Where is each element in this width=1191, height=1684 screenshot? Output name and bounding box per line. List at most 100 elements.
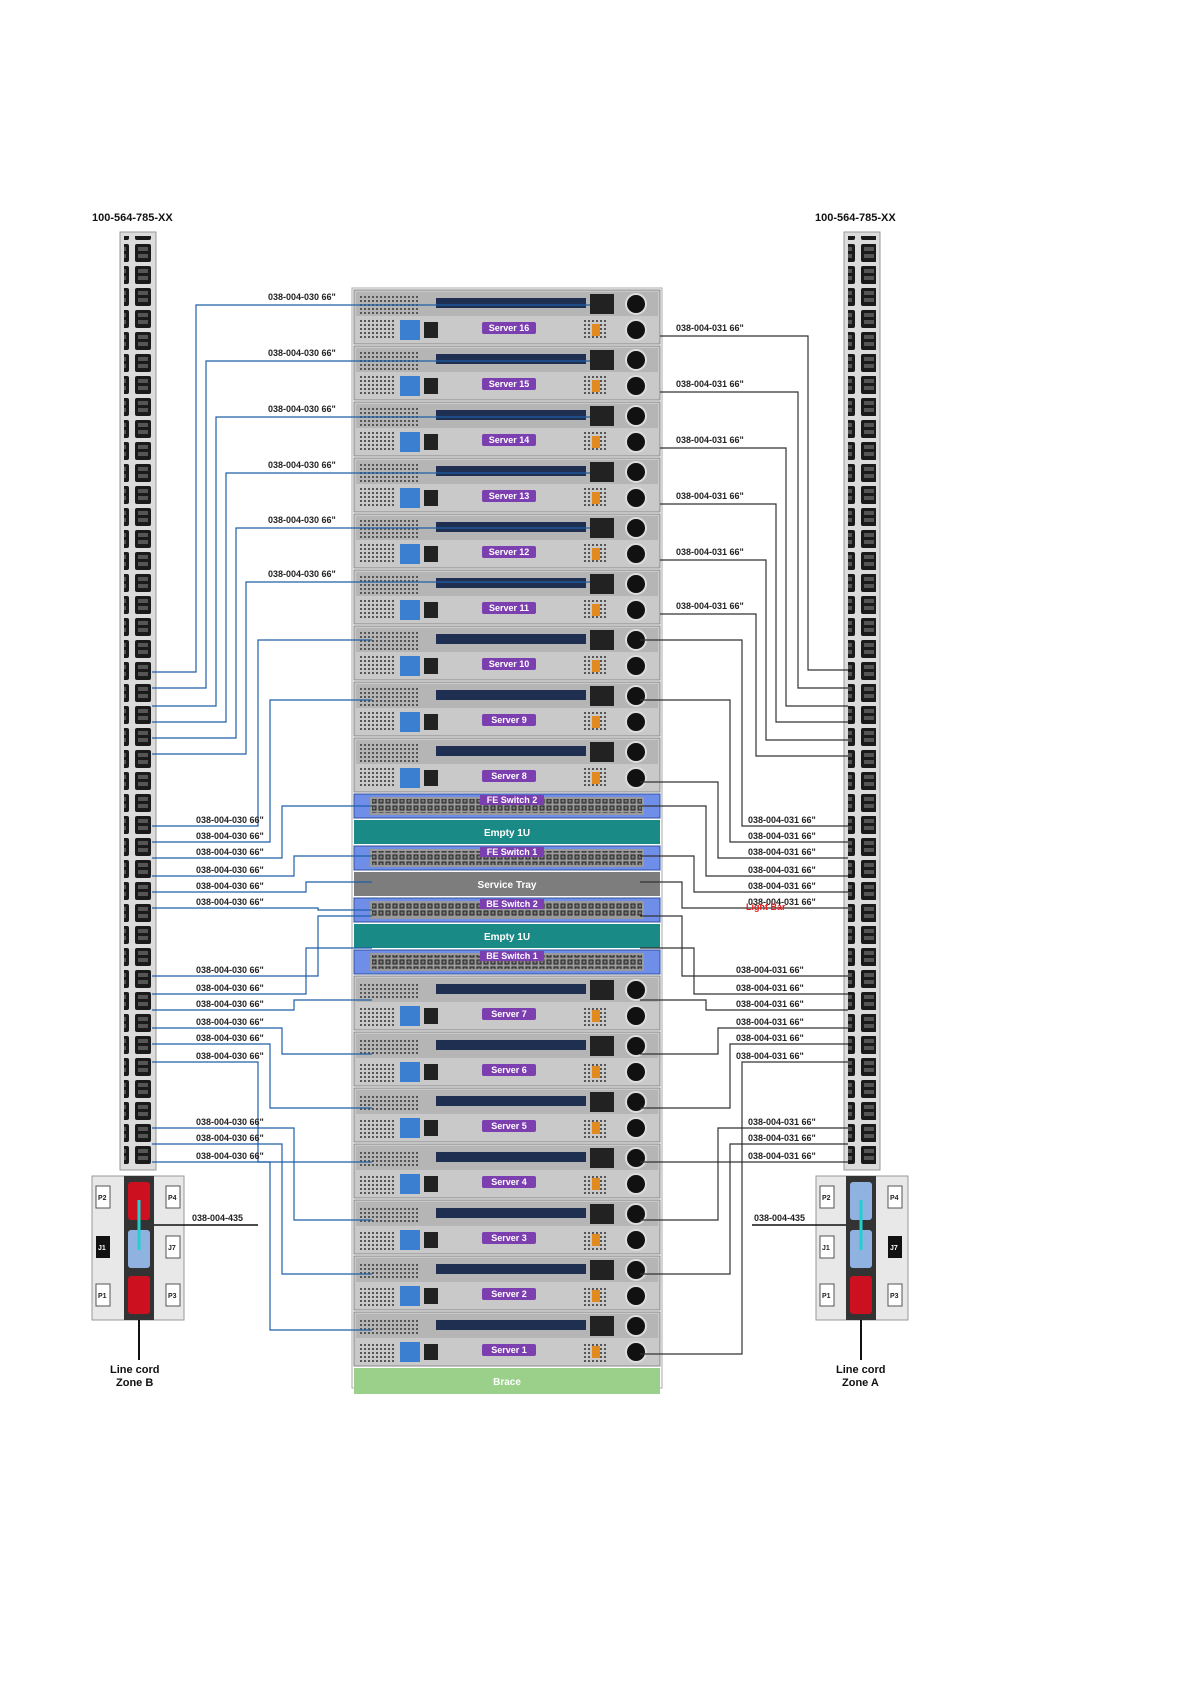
power-cable — [640, 881, 848, 909]
cable-label: 038-004-030 66" — [268, 515, 336, 525]
server-unit: Server 10 — [353, 625, 661, 681]
cable-label: 038-004-031 66" — [676, 491, 744, 501]
power-cable — [152, 805, 372, 859]
server-label: Server 7 — [491, 1009, 527, 1019]
switch-label: FE Switch 2 — [487, 795, 538, 805]
power-cable — [640, 947, 848, 995]
server-unit: Server 13 — [353, 457, 661, 513]
power-cable — [152, 881, 372, 893]
server-unit: Server 16 — [353, 289, 661, 345]
server-unit: Server 7 — [353, 975, 661, 1031]
power-cable — [660, 335, 848, 671]
power-cable — [660, 391, 848, 689]
power-cable — [640, 781, 848, 859]
cable-label: 038-004-030 66" — [196, 881, 264, 891]
switch-label-badge — [480, 951, 544, 961]
power-cable — [640, 1027, 848, 1055]
cable-label: 038-004-030 66" — [196, 897, 264, 907]
cable-label: 038-004-030 66" — [196, 1117, 264, 1127]
power-cable — [152, 360, 590, 689]
power-cable — [640, 639, 848, 827]
cable-label: 038-004-031 66" — [736, 983, 804, 993]
pdu-left-port-p1: P1 — [98, 1293, 107, 1300]
pdu-right — [843, 231, 881, 1171]
server-label-badge — [482, 1288, 536, 1300]
power-cable — [152, 472, 590, 723]
pdu-left-port-p3: P3 — [168, 1293, 177, 1300]
server-label: Server 3 — [491, 1233, 527, 1243]
cable-label: 038-004-031 66" — [748, 1117, 816, 1127]
server-label: Server 12 — [489, 547, 530, 557]
server-unit: Server 8 — [353, 737, 661, 793]
cable-label: 038-004-030 66" — [196, 865, 264, 875]
cable-label: 038-004-030 66" — [196, 815, 264, 825]
pdu-left-port-j1: J1 — [98, 1245, 106, 1252]
power-cable — [640, 1143, 848, 1275]
power-cable — [152, 999, 372, 1011]
cable-label: 038-004-031 66" — [736, 1051, 804, 1061]
server-label: Server 10 — [489, 659, 530, 669]
power-cable — [152, 1027, 372, 1055]
rack-unit-label: Empty 1U — [484, 828, 530, 839]
server-unit: Server 3 — [353, 1199, 661, 1255]
pdu-right-port-j1: J1 — [822, 1245, 830, 1252]
cable-label: 038-004-030 66" — [196, 1051, 264, 1061]
power-cable — [660, 447, 848, 707]
server-label: Server 1 — [491, 1345, 527, 1355]
cable-label: 038-004-030 66" — [268, 292, 336, 302]
cable-label: 038-004-030 66" — [268, 348, 336, 358]
server-unit: Server 1 — [353, 1311, 661, 1367]
cable-label: 038-004-031 66" — [676, 323, 744, 333]
network-switch: FE Switch 1 — [353, 845, 661, 871]
cable-label: 038-004-030 66" — [196, 983, 264, 993]
power-cable — [640, 1043, 848, 1109]
server-unit: Server 5 — [353, 1087, 661, 1143]
pdu-right-part-number: 100-564-785-XX — [815, 212, 896, 224]
switch-label-badge — [480, 795, 544, 805]
cable-label: 038-004-031 66" — [676, 435, 744, 445]
cable-label: 038-004-030 66" — [268, 460, 336, 470]
cable-label: 038-004-031 66" — [736, 965, 804, 975]
pdu-left-line-cord: Line cord — [110, 1364, 160, 1376]
power-cable — [152, 1161, 372, 1331]
pdu-left-jumper-label: 038-004-435 — [192, 1213, 243, 1223]
cable-label: 038-004-031 66" — [748, 831, 816, 841]
power-cable — [152, 1061, 372, 1163]
power-cable — [640, 1127, 848, 1221]
network-switch: BE Switch 1 — [353, 949, 661, 975]
power-cable — [152, 907, 372, 911]
server-unit: Server 15 — [353, 345, 661, 401]
network-switch: FE Switch 2 — [353, 793, 661, 819]
cable-label: 038-004-031 66" — [748, 1133, 816, 1143]
power-cable — [152, 1143, 372, 1275]
pdu-right-line-cord: Line cord — [836, 1364, 886, 1376]
power-cable — [152, 639, 372, 827]
cable-label: 038-004-030 66" — [268, 404, 336, 414]
cable-label: 038-004-031 66" — [676, 601, 744, 611]
server-label-badge — [482, 490, 536, 502]
server-unit: Server 14 — [353, 401, 661, 457]
power-cable — [152, 947, 372, 995]
cable-label: 038-004-031 66" — [748, 865, 816, 875]
server-unit: Server 12 — [353, 513, 661, 569]
pdu-right-port-p3: P3 — [890, 1293, 899, 1300]
rack-blank-unit: Brace — [354, 1368, 660, 1394]
server-label-badge — [482, 1176, 536, 1188]
cable-label: 038-004-031 66" — [736, 999, 804, 1009]
rack-unit-label: Brace — [493, 1377, 521, 1388]
switch-label-badge — [480, 847, 544, 857]
pdu-left-part-number: 100-564-785-XX — [92, 212, 173, 224]
power-cable — [640, 805, 848, 877]
server-label-badge — [482, 602, 536, 614]
cable-lines — [152, 304, 848, 1355]
server-label-badge — [482, 714, 536, 726]
rack-unit-label: Service Tray — [478, 880, 537, 891]
cable-label: 038-004-031 66" — [748, 815, 816, 825]
pdu-right-zone: Zone A — [842, 1377, 879, 1389]
server-unit: Server 9 — [353, 681, 661, 737]
server-unit: Server 6 — [353, 1031, 661, 1087]
cable-label: 038-004-030 66" — [196, 1133, 264, 1143]
cable-label: 038-004-030 66" — [196, 1151, 264, 1161]
